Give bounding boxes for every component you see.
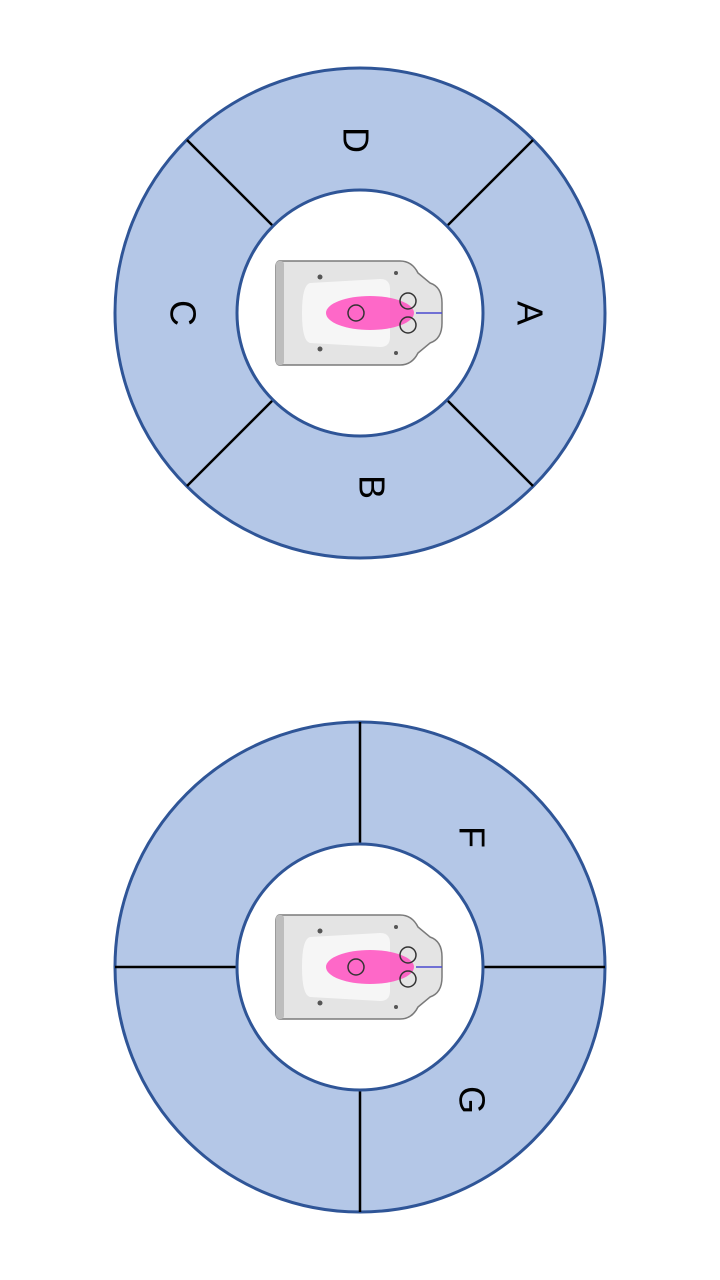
ring-bottom: F G	[113, 720, 607, 1214]
sector-label-b: B	[352, 475, 393, 499]
sector-label-f: F	[452, 826, 493, 848]
ring-top-divider-sw	[186, 399, 274, 487]
robot-mower-top-view-icon	[275, 914, 443, 1020]
ring-top-divider-ne	[446, 139, 534, 227]
ring-top-divider-se	[446, 399, 534, 487]
sector-label-a: A	[510, 301, 551, 325]
ring-top: A B C D	[113, 66, 607, 560]
sector-label-c: C	[163, 300, 204, 326]
robot-mower-top-view-icon	[275, 260, 443, 366]
sector-label-d: D	[336, 127, 377, 153]
ring-top-divider-nw	[186, 139, 274, 227]
sector-label-g: G	[452, 1086, 493, 1114]
